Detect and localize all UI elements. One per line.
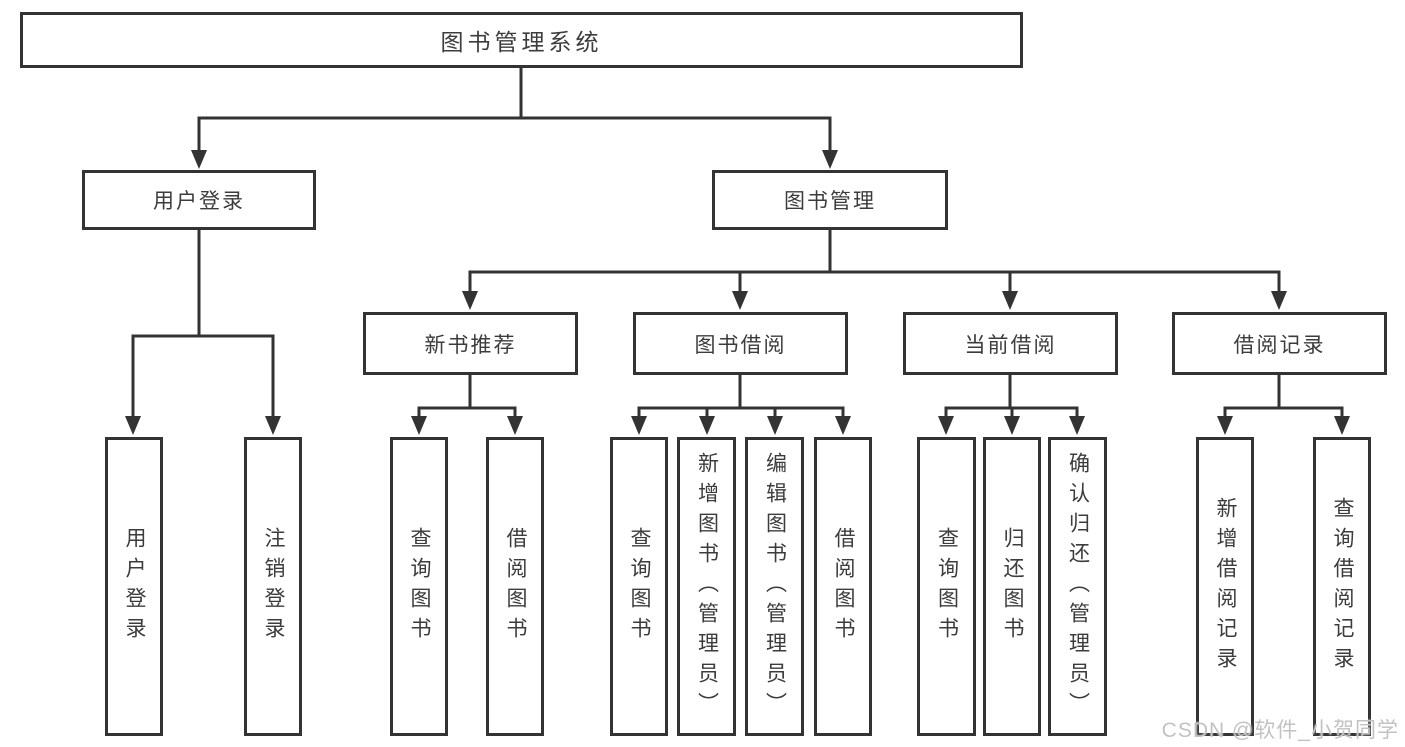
leaf-borrow-books-borrowing: 借阅图书 — [814, 437, 872, 736]
arrow-down-icon — [265, 416, 281, 435]
node-book-borrowing: 图书借阅 — [633, 312, 848, 375]
node-current-borrowing: 当前借阅 — [903, 312, 1118, 375]
arrow-down-icon — [1217, 416, 1233, 435]
node-book-management: 图书管理 — [712, 170, 948, 230]
node-user-login: 用户登录 — [82, 170, 316, 230]
leaf-borrow-books-recommend: 借阅图书 — [486, 437, 544, 736]
leaf-query-borrow-record: 查询借阅记录 — [1313, 437, 1371, 736]
node-borrow-records: 借阅记录 — [1172, 312, 1387, 375]
arrow-down-icon — [1334, 416, 1350, 435]
leaf-add-book-admin: 新增图书（管理员） — [677, 437, 736, 736]
arrowhead-icons — [125, 150, 1350, 435]
node-library-management-system: 图书管理系统 — [20, 12, 1023, 68]
arrow-down-icon — [1004, 416, 1020, 435]
leaf-edit-book-admin: 编辑图书（管理员） — [745, 437, 804, 736]
connector-path — [131, 66, 1344, 421]
arrow-down-icon — [699, 416, 715, 435]
arrow-down-icon — [835, 416, 851, 435]
leaf-query-books-borrowing: 查询图书 — [610, 437, 668, 736]
csdn-watermark: CSDN @软件_小贺同学 — [1161, 719, 1399, 742]
arrow-down-icon — [462, 291, 478, 310]
arrow-down-icon — [1002, 291, 1018, 310]
leaf-add-borrow-record: 新增借阅记录 — [1196, 437, 1254, 736]
arrow-down-icon — [822, 150, 838, 169]
leaf-return-book: 归还图书 — [983, 437, 1041, 736]
leaf-user-login: 用户登录 — [105, 437, 163, 736]
arrow-down-icon — [507, 416, 523, 435]
arrow-down-icon — [1271, 291, 1287, 310]
arrow-down-icon — [411, 416, 427, 435]
leaf-query-books-recommend: 查询图书 — [390, 437, 448, 736]
arrow-down-icon — [125, 416, 141, 435]
arrow-down-icon — [631, 416, 647, 435]
arrow-down-icon — [767, 416, 783, 435]
leaf-logout: 注销登录 — [244, 437, 302, 736]
node-new-book-recommend: 新书推荐 — [363, 312, 578, 375]
leaf-query-books-current: 查询图书 — [917, 437, 976, 736]
arrow-down-icon — [938, 416, 954, 435]
arrow-down-icon — [1069, 416, 1085, 435]
leaf-confirm-return-admin: 确认归还（管理员） — [1048, 437, 1107, 736]
arrow-down-icon — [732, 291, 748, 310]
arrow-down-icon — [191, 150, 207, 169]
